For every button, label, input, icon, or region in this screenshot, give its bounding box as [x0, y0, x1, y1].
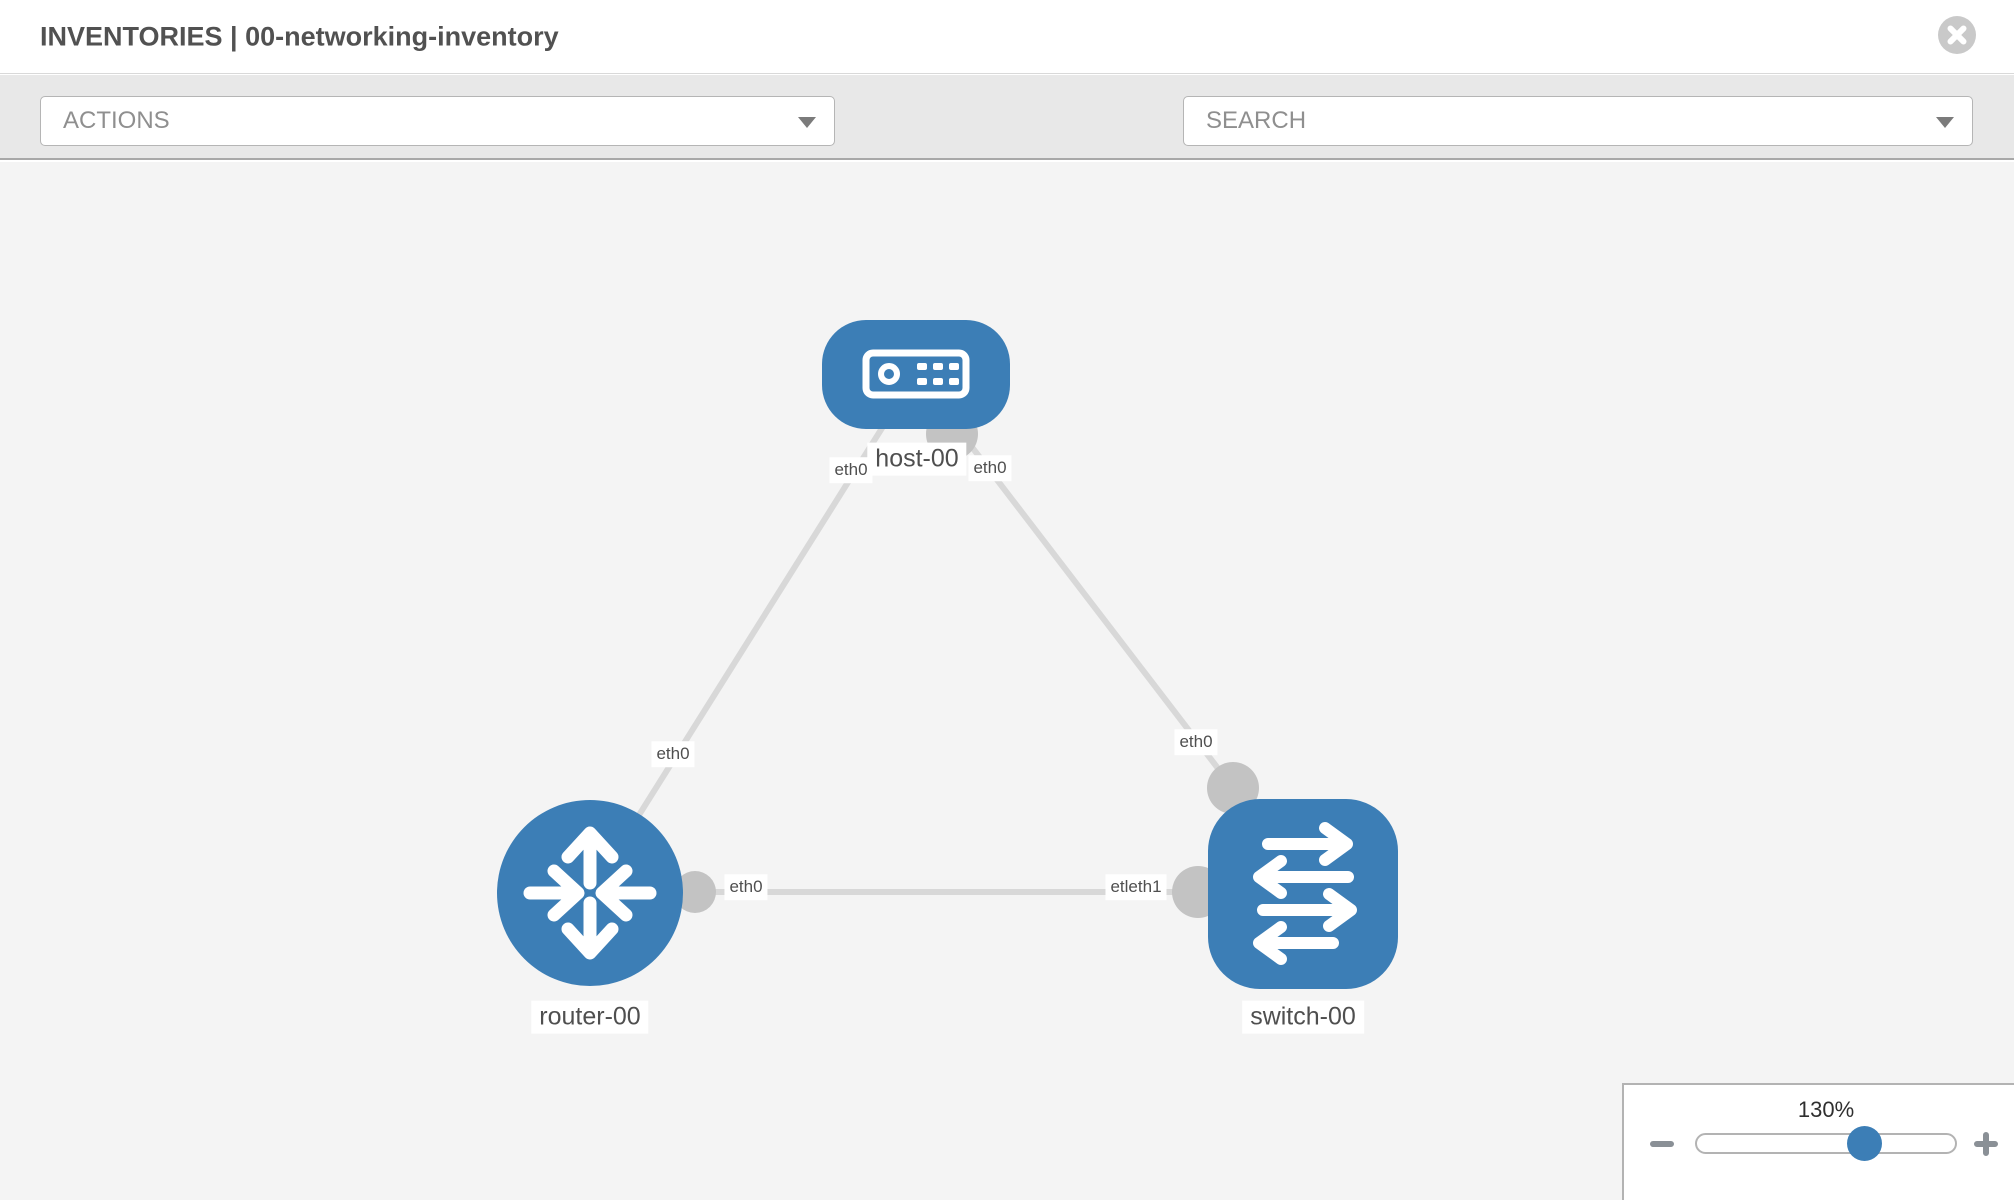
- plus-icon: [1974, 1132, 1998, 1156]
- interface-label: eth0: [1174, 729, 1218, 755]
- page-title: INVENTORIES | 00-networking-inventory: [40, 21, 559, 51]
- header-bar: INVENTORIES | 00-networking-inventory: [0, 0, 2014, 74]
- zoom-slider-thumb[interactable]: [1847, 1126, 1882, 1161]
- node-label-host: host-00: [867, 442, 967, 476]
- search-dropdown-label: SEARCH: [1206, 107, 1307, 134]
- close-button[interactable]: [1937, 15, 1977, 55]
- chevron-down-icon: [1936, 117, 1954, 128]
- interface-label: eth0: [829, 457, 873, 483]
- interface-label: eth0: [968, 455, 1012, 481]
- toolbar: ACTIONS SEARCH: [0, 75, 2014, 209]
- interface-connectors: [674, 408, 1259, 918]
- topology-canvas[interactable]: eth0 eth0 host-00 eth0 eth0 eth0 etleth1…: [0, 162, 2014, 1200]
- minus-icon: [1650, 1141, 1674, 1147]
- host-device-icon: [862, 349, 970, 399]
- interface-label: etleth1: [1105, 874, 1167, 900]
- node-label-switch: switch-00: [1242, 1000, 1364, 1034]
- zoom-out-button[interactable]: [1647, 1129, 1677, 1159]
- router-arrows-icon: [523, 826, 657, 960]
- node-router-00[interactable]: [497, 800, 683, 986]
- interface-label: eth0: [651, 741, 695, 767]
- actions-dropdown-label: ACTIONS: [63, 107, 170, 134]
- zoom-level: 130%: [1797, 1097, 1855, 1122]
- search-dropdown[interactable]: SEARCH: [1183, 96, 1973, 146]
- close-icon: [1938, 16, 1976, 54]
- node-label-router: router-00: [531, 1000, 649, 1034]
- chevron-down-icon: [798, 117, 816, 128]
- connector-router-right: [674, 871, 716, 913]
- switch-arrows-icon: [1253, 822, 1357, 965]
- actions-dropdown[interactable]: ACTIONS: [40, 96, 835, 146]
- zoom-in-button[interactable]: [1971, 1129, 2001, 1159]
- zoom-control-panel: 130%: [1622, 1083, 2014, 1200]
- node-switch-00[interactable]: [1208, 799, 1398, 989]
- zoom-slider-track[interactable]: [1695, 1126, 1957, 1161]
- interface-label: eth0: [724, 874, 768, 900]
- node-host-00[interactable]: [822, 320, 1010, 429]
